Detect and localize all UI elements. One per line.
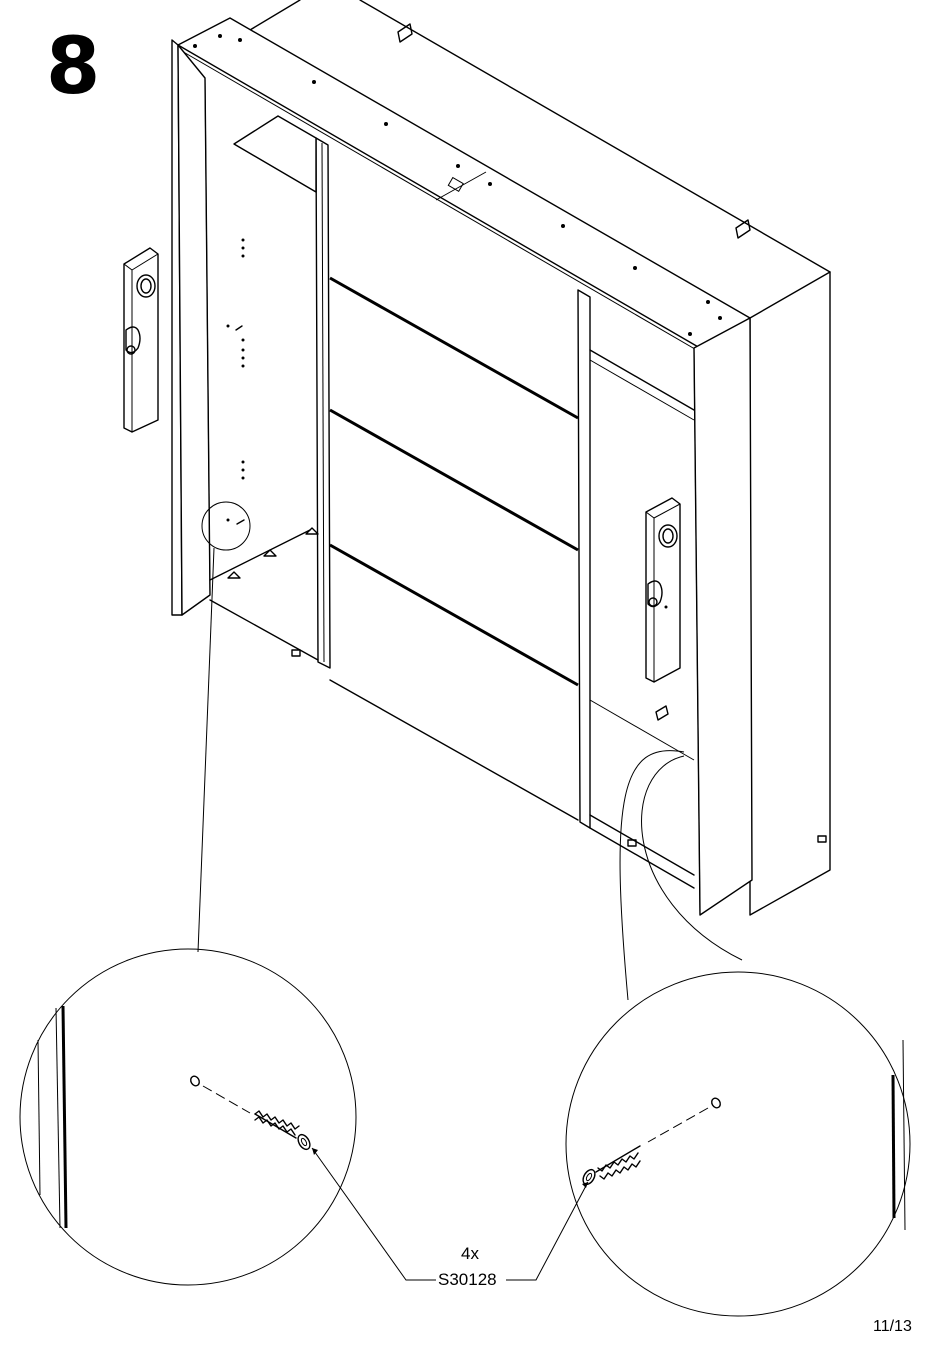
step-number: 8	[46, 28, 98, 106]
part-code: S30128	[438, 1270, 497, 1290]
part-quantity: 4x	[461, 1244, 479, 1264]
screw-icon	[581, 1146, 640, 1186]
page-number: 11/13	[873, 1318, 912, 1336]
screw-icon	[255, 1111, 312, 1151]
wardrobe-cabinet	[172, 0, 830, 1000]
part-callout-leader	[312, 1148, 588, 1280]
magnifier-detail-circle	[566, 972, 910, 1316]
handle-hinge-icon	[124, 248, 158, 432]
magnifier-detail-circle	[20, 949, 356, 1285]
handle-hinge-icon	[646, 498, 680, 682]
